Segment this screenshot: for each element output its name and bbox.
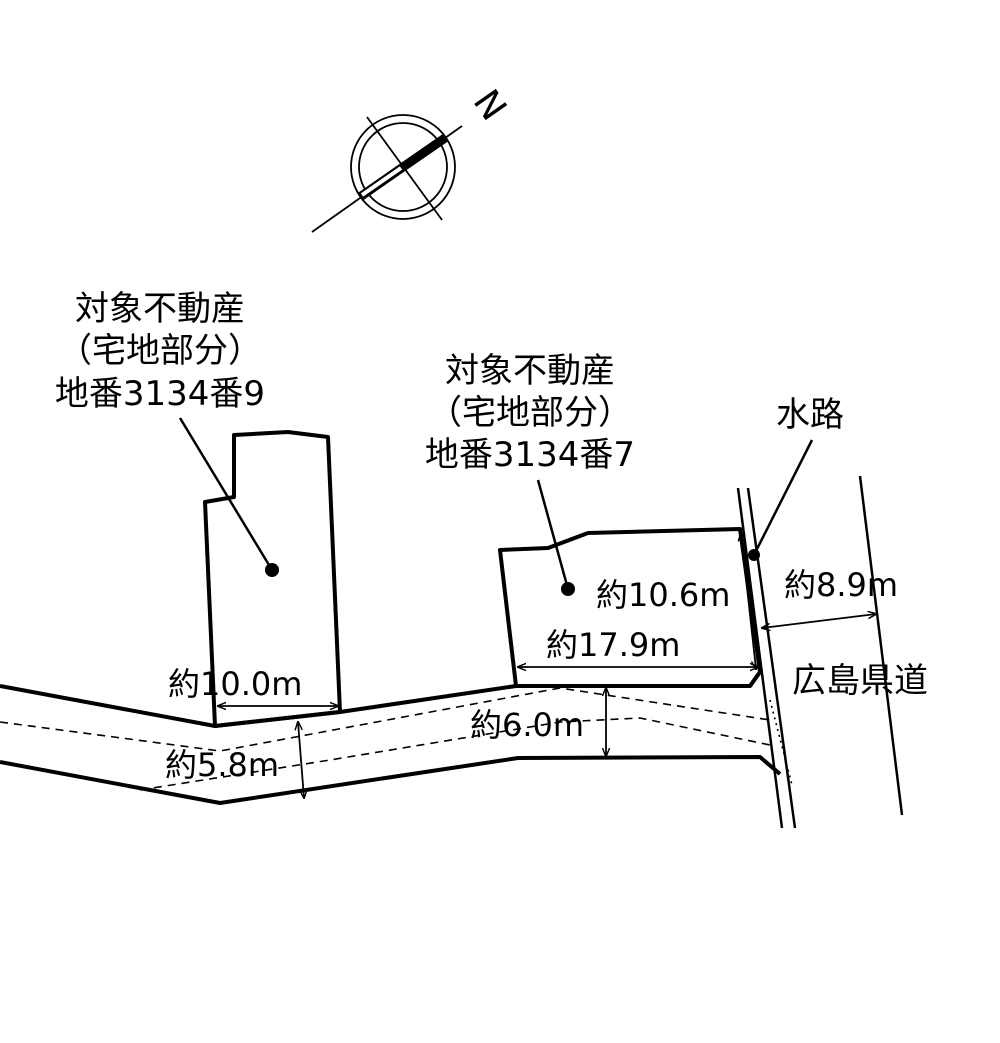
parcel-3134-9-subtitle: （宅地部分） bbox=[58, 331, 262, 371]
compass-n-label: N bbox=[465, 83, 514, 129]
road-width-right-label: 約6.0m bbox=[470, 706, 584, 744]
parcel-3134-7-subtitle: （宅地部分） bbox=[428, 393, 632, 433]
parcel-3134-7-lot: 地番3134番7 bbox=[425, 435, 635, 475]
road-dashed-inner-1 bbox=[0, 687, 771, 752]
prefectural-road-edge bbox=[858, 475, 904, 816]
parcel-3134-7-leader bbox=[536, 479, 570, 590]
waterway-dotted bbox=[769, 699, 793, 786]
parcel-3134-9-title: 対象不動産 bbox=[75, 289, 245, 329]
road-width-left-label: 約5.8m bbox=[165, 746, 279, 784]
parcel-3134-7-title: 対象不動産 bbox=[445, 351, 615, 391]
dim-parcel-7-depth bbox=[741, 533, 756, 669]
road-dashed-inner-2 bbox=[139, 717, 771, 791]
parcel-3134-7-frontage-label: 約17.9m bbox=[546, 626, 680, 664]
parcel-3134-7-depth-label: 約10.6m bbox=[596, 576, 730, 614]
compass-north-icon: N bbox=[311, 83, 514, 233]
prefectural-road-label: 広島県道 bbox=[792, 661, 928, 701]
prefectural-road-width-label: 約8.9m bbox=[784, 566, 898, 604]
waterway-label: 水路 bbox=[776, 395, 844, 435]
dim-prefectural-road-width bbox=[762, 614, 876, 628]
road-north-edge bbox=[0, 670, 762, 728]
waterway-leader bbox=[752, 439, 814, 556]
road-south-edge bbox=[0, 755, 782, 805]
parcel-3134-9-leader bbox=[178, 417, 274, 571]
dim-road-width-left bbox=[298, 722, 304, 798]
waterway-line-west bbox=[736, 487, 784, 829]
parcel-3134-9-frontage-label: 約10.0m bbox=[168, 665, 302, 703]
parcel-3134-9-lot: 地番3134番9 bbox=[55, 374, 265, 414]
